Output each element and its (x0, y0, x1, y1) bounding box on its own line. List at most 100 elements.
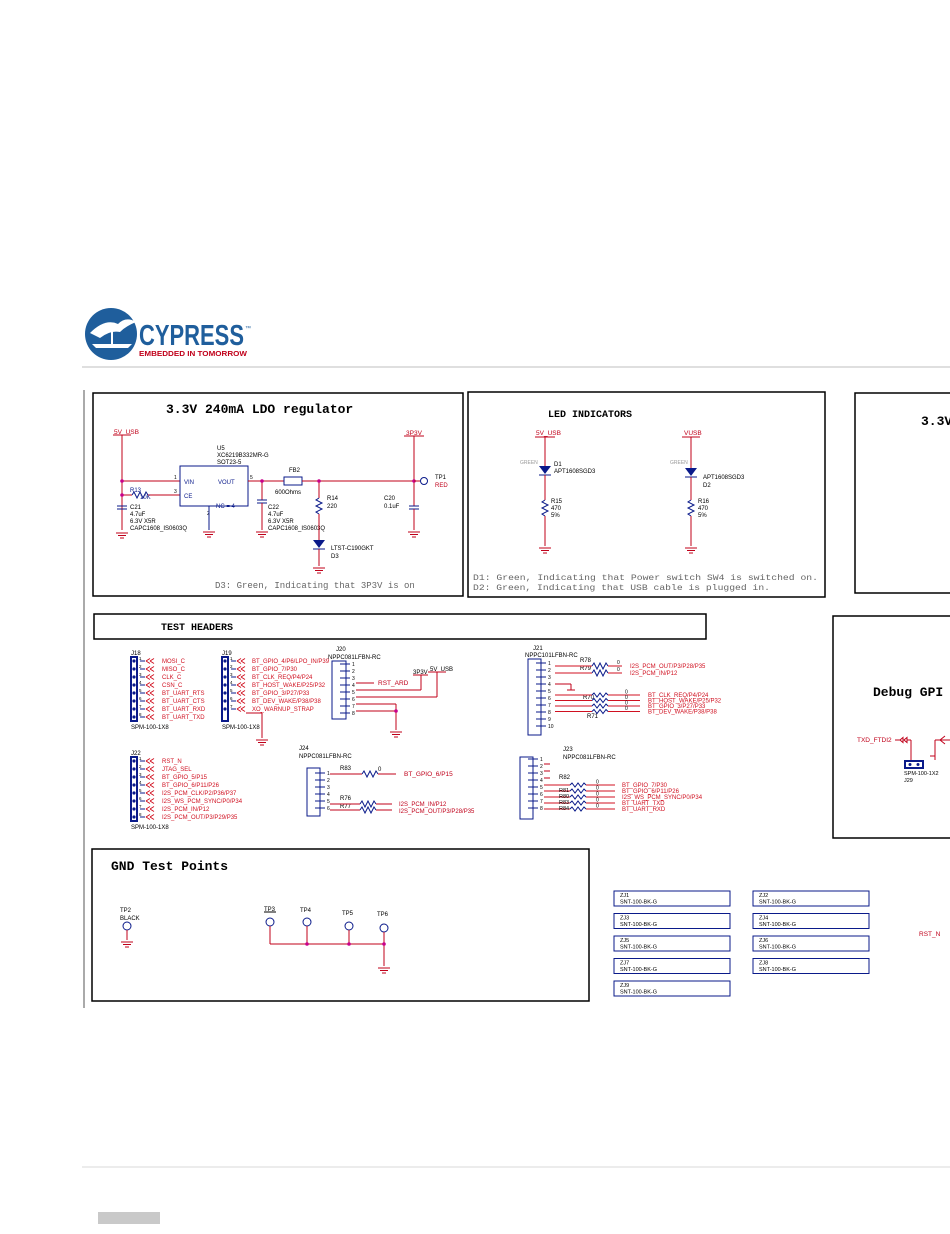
j23-net-label: I2S_WS_PCM_SYNC/P0/P34 (622, 795, 703, 801)
r16-tol: 5% (698, 513, 707, 519)
j21-resistor (591, 697, 609, 704)
c20-label: C20 (384, 496, 396, 502)
r16-value: 470 (698, 506, 709, 512)
tp2-color: BLACK (120, 916, 140, 922)
j22-pin (132, 815, 136, 819)
j18-pin (132, 659, 136, 663)
zero-ohm: 0 (596, 804, 599, 810)
j21-pin-number: 10 (548, 724, 554, 730)
r15-tol: 5% (551, 513, 560, 519)
led-net-vusb: VUSB (684, 430, 702, 437)
j23-r82: R82 (559, 775, 571, 781)
d2-label: D2 (703, 483, 711, 489)
j18-pin (132, 707, 136, 711)
jumper-box (752, 890, 870, 907)
j22-pin (132, 767, 136, 771)
j18-part: SPM-100-1X8 (131, 725, 169, 731)
j21-resistor (591, 692, 609, 698)
c22-label: C22 (268, 505, 280, 511)
tp1-label: TP1 (435, 475, 447, 481)
net-3p3v: 3P3V (406, 430, 423, 437)
j23-pin-number: 2 (540, 764, 543, 770)
u5-label: U5 (217, 446, 225, 452)
j21-pin-number: 8 (548, 710, 551, 716)
j23-pin-number: 7 (540, 799, 543, 805)
j18-net-label: MOSI_C (162, 659, 186, 665)
zero-ohm-jumpers: ZJ1SNT-100-BK-GZJ2SNT-100-BK-GZJ3SNT-100… (613, 890, 870, 997)
j23-resistor (569, 800, 587, 806)
j22-net-label: BT_GPIO_6/P11/P26 (162, 783, 220, 789)
j22-pin-number: 6 (139, 796, 142, 801)
j18-pin (132, 683, 136, 687)
j22-pin (132, 791, 136, 795)
gnd-title: GND Test Points (111, 859, 228, 874)
j23-part: NPPC081LFBN-RC (563, 755, 616, 761)
r15-label: R15 (551, 499, 563, 505)
j20-rst-net: RST_ARD (378, 680, 409, 687)
j18-pin (132, 691, 136, 695)
led-net-5v: 5V_USB (536, 430, 561, 437)
header-j22: J22 1RST_N2JTAG_SEL3BT_GPIO_5/P154BT_GPI… (130, 751, 243, 831)
j23-resistor-label: R84 (559, 806, 569, 812)
j18-label: J18 (131, 651, 141, 657)
j18-net-label: MISO_C (162, 667, 186, 673)
c22-package: CAPC1608_IS0603Q (268, 526, 325, 532)
j19-pin (223, 667, 227, 671)
jumper-part: SNT-100-BK-G (759, 967, 796, 973)
j18-pin-number: 4 (139, 680, 142, 685)
u5-package: SOT23-5 (217, 460, 242, 466)
logo-tagline: EMBEDDED IN TOMORROW (139, 349, 248, 358)
j18-net-label: CLK_C (162, 675, 182, 681)
jumper-part: SNT-100-BK-G (759, 922, 796, 928)
pin-1: 1 (174, 475, 177, 481)
j19-pin-number: 2 (230, 664, 233, 669)
j22-pin-number: 3 (139, 772, 142, 777)
j22-pin (132, 799, 136, 803)
j21-pin-number: 5 (548, 689, 551, 695)
j23-pin-number: 5 (540, 785, 543, 791)
j19-pin-number: 1 (230, 656, 233, 661)
j21-net-label: BT_DEV_WAKE/P38/P38 (648, 710, 717, 716)
jumper-ref: ZJ5 (620, 938, 629, 944)
j22-pin (132, 783, 136, 787)
j23-label: J23 (563, 747, 573, 753)
j21-r71: R71 (587, 714, 599, 720)
jumper-box (752, 913, 870, 929)
j18-pin (132, 667, 136, 671)
j23-net-label: BT_GPIO_7/P30 (622, 783, 668, 789)
j22-pin (132, 775, 136, 779)
j24-net-2: I2S_PCM_IN/P12 (399, 802, 447, 808)
zero-ohm: 0 (596, 798, 599, 804)
j20-5v-net: 5V_USB (430, 667, 453, 673)
j21-net-label: I2S_PCM_IN/P12 (630, 671, 678, 677)
jumper-part: SNT-100-BK-G (620, 945, 657, 951)
j22-net-label: I2S_PCM_CLK/P2/P36/P37 (162, 791, 237, 797)
d3-label: D3 (331, 554, 339, 560)
j22-pin-number: 1 (139, 756, 142, 761)
j23-pin-number: 4 (540, 778, 543, 784)
jumper-box (613, 980, 731, 997)
logo-tm: ™ (245, 325, 251, 332)
zero-ohm: 0 (596, 786, 599, 792)
j24-pin-number: 2 (327, 778, 330, 784)
j19-pin-number: 5 (230, 688, 233, 693)
c22-value: 4.7uF (268, 512, 284, 518)
j24-pin-number: 1 (327, 771, 330, 777)
j23-resistor-label: R83 (559, 800, 569, 806)
j24-pin-number: 3 (327, 785, 330, 791)
d1-color: GREEN (520, 460, 538, 466)
j19-pin (223, 659, 227, 663)
zero-ohm: 0 (617, 667, 620, 673)
jumper-part: SNT-100-BK-G (620, 900, 657, 906)
jumper-part: SNT-100-BK-G (759, 945, 796, 951)
j18-pin (132, 699, 136, 703)
j22-pin-number: 7 (139, 804, 142, 809)
j18-pin-number: 6 (139, 696, 142, 701)
r14-value: 220 (327, 504, 338, 510)
j19-net-label: BT_DEV_WAKE/P38/P38 (252, 699, 321, 705)
